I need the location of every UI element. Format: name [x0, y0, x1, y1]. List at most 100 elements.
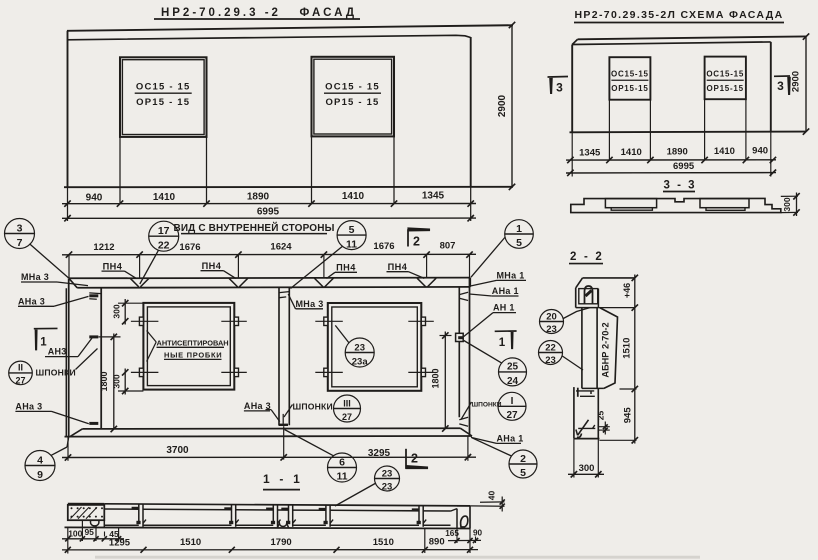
svg-text:3700: 3700: [166, 445, 189, 456]
svg-text:ОС15 - 15: ОС15 - 15: [136, 82, 191, 93]
svg-text:9: 9: [37, 469, 43, 481]
svg-text:ПН4: ПН4: [202, 261, 222, 271]
svg-text:1345: 1345: [579, 147, 601, 158]
svg-text:5: 5: [516, 237, 522, 249]
svg-text:940: 940: [86, 192, 103, 203]
svg-text:+46: +46: [622, 283, 632, 298]
svg-text:1510: 1510: [180, 537, 201, 548]
svg-text:2900: 2900: [790, 71, 801, 92]
svg-text:АНа 3: АНа 3: [18, 296, 45, 306]
svg-text:300: 300: [782, 197, 792, 211]
svg-text:1 - 1: 1 - 1: [263, 472, 303, 486]
svg-text:1790: 1790: [271, 537, 292, 548]
svg-text:20: 20: [546, 311, 557, 322]
svg-text:807: 807: [440, 241, 456, 252]
svg-text:23: 23: [382, 468, 393, 479]
svg-text:27: 27: [342, 412, 352, 422]
svg-text:АНа 3: АНа 3: [15, 401, 42, 411]
svg-text:23: 23: [545, 355, 556, 366]
svg-text:АН 1: АН 1: [493, 303, 515, 313]
svg-text:11: 11: [336, 471, 347, 483]
svg-text:1410: 1410: [153, 192, 176, 203]
svg-text:23: 23: [354, 342, 365, 353]
svg-text:1410: 1410: [714, 146, 735, 157]
svg-text:165: 165: [445, 529, 459, 538]
svg-text:ОР15 - 15: ОР15 - 15: [136, 97, 190, 108]
svg-text:945: 945: [623, 407, 634, 424]
svg-text:23а: 23а: [352, 357, 369, 368]
svg-text:НР2-70.29.3 -2 ФАСАД: НР2-70.29.3 -2 ФАСАД: [161, 7, 357, 19]
svg-text:17: 17: [158, 225, 170, 237]
svg-text:300: 300: [111, 374, 121, 388]
svg-text:95: 95: [84, 527, 94, 537]
svg-text:3295: 3295: [368, 448, 391, 459]
svg-text:АБНР 2-70-2: АБНР 2-70-2: [601, 322, 611, 377]
svg-text:МНа 3: МНа 3: [296, 299, 324, 309]
svg-text:23: 23: [382, 481, 393, 492]
svg-text:3: 3: [777, 79, 784, 93]
svg-text:ОР15-15: ОР15-15: [707, 84, 744, 93]
svg-text:1: 1: [516, 223, 522, 235]
svg-text:ПН4: ПН4: [103, 261, 123, 271]
svg-text:1410: 1410: [342, 191, 365, 202]
svg-text:90: 90: [473, 529, 483, 538]
svg-text:1676: 1676: [179, 242, 200, 253]
svg-text:2: 2: [520, 453, 526, 465]
svg-text:1510: 1510: [621, 338, 632, 359]
svg-text:ШПОНКИ: ШПОНКИ: [472, 402, 502, 409]
svg-text:2: 2: [411, 451, 418, 465]
svg-text:6995: 6995: [673, 161, 695, 172]
svg-text:НР2-70.29.35-2Л СХЕМА ФАСАДА: НР2-70.29.35-2Л СХЕМА ФАСАДА: [574, 9, 783, 21]
svg-text:1295: 1295: [109, 537, 131, 548]
svg-text:ШПОНКИ: ШПОНКИ: [36, 368, 76, 378]
svg-text:ОР15-15: ОР15-15: [611, 84, 648, 93]
svg-text:2 - 2: 2 - 2: [570, 251, 604, 263]
svg-text:3 - 3: 3 - 3: [663, 180, 696, 192]
svg-text:6995: 6995: [257, 207, 280, 218]
svg-text:1410: 1410: [621, 147, 642, 158]
svg-text:1890: 1890: [247, 191, 270, 202]
svg-text:ШПОНКИ: ШПОНКИ: [293, 402, 333, 412]
svg-text:5: 5: [349, 224, 355, 236]
svg-text:АНа 3: АНа 3: [244, 401, 271, 411]
svg-text:1624: 1624: [270, 241, 292, 252]
svg-text:27: 27: [15, 375, 25, 385]
svg-text:1212: 1212: [93, 242, 114, 253]
svg-text:ПН4: ПН4: [336, 263, 356, 273]
svg-text:22: 22: [158, 240, 170, 252]
svg-text:МНа 3: МНа 3: [21, 272, 49, 282]
svg-text:3: 3: [17, 222, 23, 234]
svg-text:4: 4: [37, 454, 43, 466]
svg-text:ОС15-15: ОС15-15: [706, 70, 744, 79]
svg-text:ОС15 - 15: ОС15 - 15: [325, 82, 380, 93]
svg-text:ПН4: ПН4: [388, 262, 408, 272]
svg-text:ОС15-15: ОС15-15: [611, 70, 649, 79]
svg-text:НЫЕ ПРОБКИ: НЫЕ ПРОБКИ: [164, 350, 222, 359]
svg-text:24: 24: [507, 376, 519, 387]
svg-text:940: 940: [752, 146, 768, 157]
svg-text:2900: 2900: [497, 94, 508, 117]
svg-text:1890: 1890: [667, 146, 688, 157]
svg-text:1510: 1510: [373, 537, 394, 548]
svg-text:45: 45: [109, 529, 119, 539]
svg-text:АНТИСЕПТИРОВАН: АНТИСЕПТИРОВАН: [157, 338, 229, 347]
svg-text:III: III: [343, 398, 351, 408]
svg-text:300: 300: [579, 463, 595, 474]
svg-text:АНа 1: АНа 1: [497, 433, 524, 443]
svg-text:100: 100: [68, 528, 82, 538]
svg-text:40: 40: [487, 491, 497, 501]
svg-text:3: 3: [556, 81, 563, 95]
svg-text:АНа 1: АНа 1: [492, 286, 519, 296]
svg-text:22: 22: [545, 342, 556, 353]
svg-text:ВИД С ВНУТРЕННЕЙ СТОРОНЫ: ВИД С ВНУТРЕННЕЙ СТОРОНЫ: [173, 221, 334, 234]
svg-text:1676: 1676: [373, 241, 394, 252]
svg-text:1800: 1800: [430, 368, 440, 388]
svg-text:5: 5: [520, 467, 526, 479]
svg-text:300: 300: [111, 304, 121, 318]
svg-text:1: 1: [499, 337, 506, 349]
svg-text:АН3: АН3: [48, 347, 67, 357]
svg-text:1345: 1345: [422, 191, 445, 202]
svg-text:ОР15 - 15: ОР15 - 15: [325, 97, 379, 108]
svg-text:II: II: [18, 363, 23, 373]
svg-text:I: I: [511, 396, 514, 407]
